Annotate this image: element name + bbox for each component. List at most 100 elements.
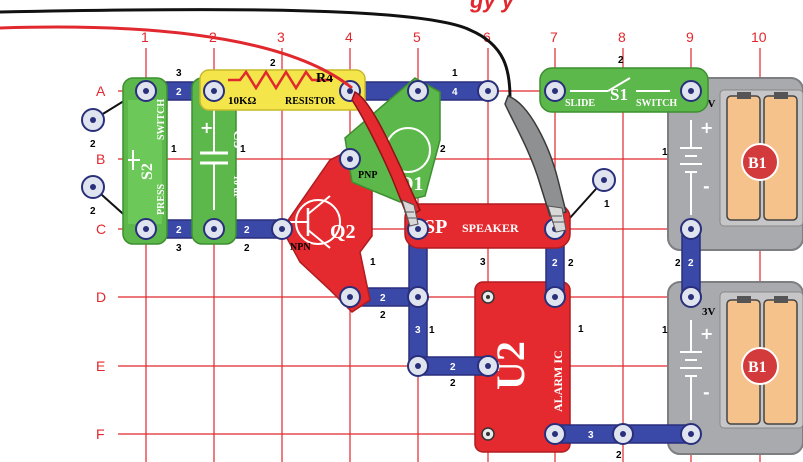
black-alligator-clip (504, 95, 567, 233)
q2-label: Q2 (330, 221, 356, 243)
row-label: B (96, 151, 105, 167)
b1-bottom-label: B1 (748, 359, 767, 376)
column-label: 8 (618, 29, 626, 45)
s2-name: SWITCH (156, 99, 167, 140)
q1-type: PNP (358, 170, 377, 181)
wire-label: 4 (452, 87, 458, 98)
c3-value: 10 uF (231, 175, 242, 199)
red-lead-wire (0, 25, 353, 90)
test-leads (0, 8, 567, 233)
snap (271, 218, 293, 240)
wire-label: 1 (429, 325, 435, 336)
s2-label: S2 (139, 163, 156, 180)
wire-label: 3 (415, 325, 421, 336)
s1-wire-num: 2 (618, 55, 624, 66)
snap (680, 286, 702, 308)
column-label: 1 (141, 29, 149, 45)
row-label: D (96, 289, 106, 305)
wire-label: 2 (244, 225, 250, 236)
snap (477, 80, 499, 102)
s2-type: PRESS (156, 183, 167, 215)
s2-wire-num: 1 (171, 144, 177, 155)
jumper-snap (81, 175, 105, 199)
red-alligator-clip (351, 90, 421, 227)
row-labels: A B C D E F (96, 83, 106, 442)
c3-label: C3 (230, 130, 246, 148)
black-lead-wire (0, 8, 512, 99)
snap (544, 80, 566, 102)
snap (680, 80, 702, 102)
row-label: E (96, 358, 105, 374)
wire-label: 1 (452, 68, 458, 79)
column-label: 4 (345, 29, 353, 45)
row-label: A (96, 83, 106, 99)
snap (544, 286, 566, 308)
q2-wire-num: 1 (370, 257, 376, 268)
r4-label: R4 (316, 71, 333, 86)
c3-wire-num: 1 (240, 144, 246, 155)
b1-bottom-wire-num: 1 (662, 325, 668, 336)
wire-label: 1 (604, 199, 610, 210)
wire-label: 2 (380, 310, 386, 321)
snap (407, 80, 429, 102)
s1-type: SLIDE (565, 98, 595, 109)
b1-top-label: B1 (748, 155, 767, 172)
sp-name: SPEAKER (462, 221, 519, 235)
snap (203, 80, 225, 102)
wire-label: 2 (450, 378, 456, 389)
q1-wire-num: 2 (440, 144, 446, 155)
battery-b1-top[interactable]: B1 3V + - 1 (662, 77, 803, 251)
q1-pnp-transistor[interactable]: Q1 PNP 2 (344, 77, 446, 203)
snap (339, 148, 361, 170)
wire-labels: 3 2 1 4 2 2 1 3 2 2 2 2 2 3 2 2 3 1 2 2 … (90, 68, 694, 461)
b1-bottom-minus: - (703, 383, 710, 402)
wire-label: 2 (688, 258, 694, 269)
wire-label: 2 (675, 258, 681, 269)
jumper-snap (592, 168, 616, 192)
wire-label: 2 (90, 206, 96, 217)
jumper-snap (81, 108, 105, 132)
column-label: 5 (413, 29, 421, 45)
c3-capacitor[interactable]: C3 10 uF + 1 (191, 77, 246, 245)
battery-b1-bottom[interactable]: B1 3V + - 1 (662, 281, 803, 455)
snap (135, 218, 157, 240)
s1-slide-switch[interactable]: S1 SLIDE SWITCH 2 (539, 55, 709, 113)
wire-label: 3 (176, 243, 182, 254)
column-label: 9 (686, 29, 694, 45)
wire-label: 2 (244, 243, 250, 254)
s1-label: S1 (610, 85, 628, 104)
header-fragment: gy y (469, 0, 516, 13)
sp-speaker[interactable]: SP SPEAKER (404, 203, 571, 249)
b1-bottom-plus: + (700, 324, 713, 343)
s1-name: SWITCH (636, 98, 677, 109)
column-label: 7 (550, 29, 558, 45)
snap (407, 355, 429, 377)
snap (680, 218, 702, 240)
u2-alarm-ic[interactable]: U2 ALARM IC 1 (474, 281, 584, 453)
u2-name: ALARM IC (551, 350, 565, 412)
row-label: F (96, 426, 105, 442)
r4-name: RESISTOR (285, 96, 336, 107)
b1-top-minus: - (703, 177, 710, 196)
q2-type: NPN (290, 242, 311, 253)
sp-label: SP (424, 216, 447, 238)
u2-wire-num: 1 (578, 324, 584, 335)
wire-label: 3 (176, 68, 182, 79)
snap (407, 286, 429, 308)
snap (203, 218, 225, 240)
r4-value: 10KΩ (228, 95, 257, 107)
snap (680, 423, 702, 445)
wire-label: 2 (176, 87, 182, 98)
wire-label: 2 (450, 362, 456, 373)
snap (339, 286, 361, 308)
b1-top-plus: + (700, 118, 713, 137)
s2-press-switch[interactable]: S2 SWITCH PRESS 1 (122, 77, 177, 245)
row-label: C (96, 221, 106, 237)
snap (612, 423, 634, 445)
c3-plus: + (200, 118, 213, 137)
r4-resistor[interactable]: R4 10KΩ RESISTOR 2 (199, 58, 366, 111)
wire-label: 2 (90, 139, 96, 150)
wire-label: 3 (480, 257, 486, 268)
column-label: 6 (483, 29, 491, 45)
